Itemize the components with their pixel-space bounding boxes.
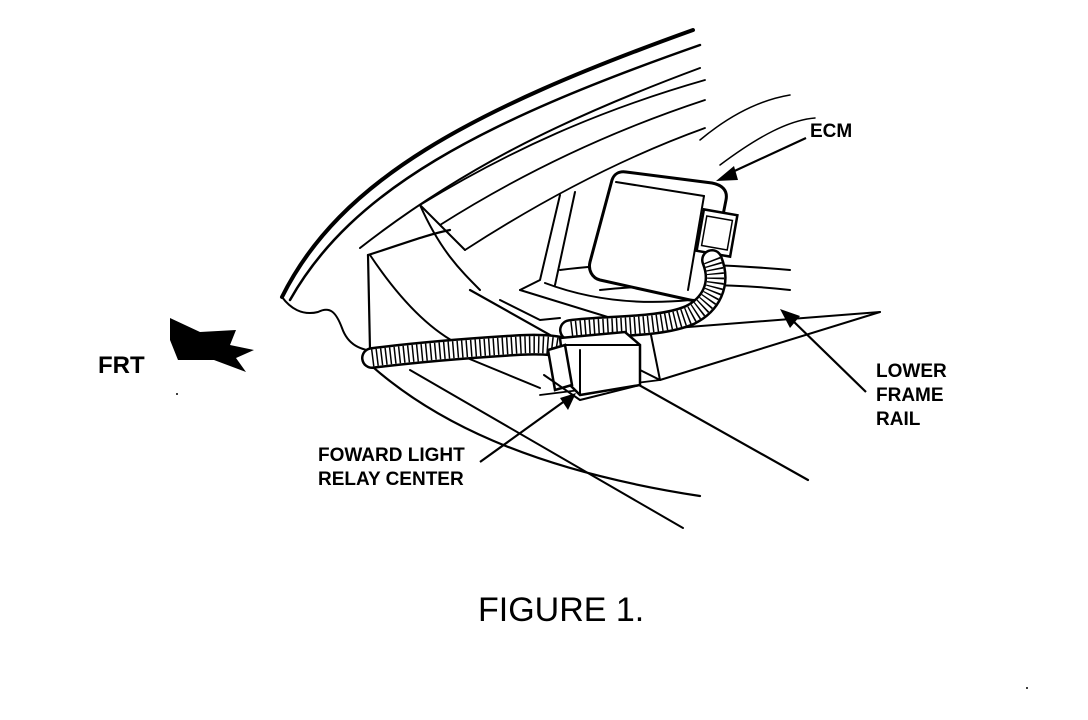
ecm-leader-arrow	[716, 137, 807, 181]
relay-center-box	[543, 330, 642, 401]
relay-center-label-line-2: RELAY CENTER	[318, 469, 464, 490]
lower-frame-rail-label-line-1: LOWER	[876, 361, 947, 382]
speck	[176, 393, 178, 395]
relay-center-label-line-1: FOWARD LIGHT	[318, 445, 465, 466]
ecm-module	[588, 170, 739, 302]
fender-outline	[280, 28, 702, 353]
inner-fender-panel	[366, 204, 481, 352]
wiring-harness-ecm	[559, 249, 727, 341]
front-direction-arrow	[170, 318, 254, 372]
lower-frame-rail-label-line-3: RAIL	[876, 409, 921, 430]
wiring-harness-left	[361, 333, 576, 369]
relay-center-leader-arrow	[479, 393, 576, 463]
inner-panel-lines	[359, 67, 816, 251]
speck	[1026, 687, 1028, 689]
ecm-label: ECM	[810, 121, 853, 142]
frt-label: FRT	[98, 352, 145, 379]
figure-caption: FIGURE 1.	[478, 591, 645, 629]
lower-frame-rail-label-line-2: FRAME	[876, 385, 944, 406]
lower-frame-rail-leader-arrow	[780, 309, 867, 393]
